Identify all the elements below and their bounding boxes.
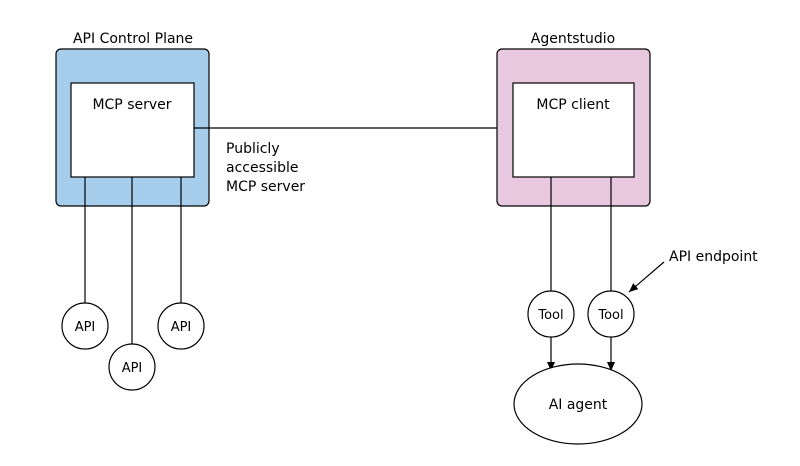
agentstudio-group: Agentstudio MCP client Tool Tool AI agen… bbox=[496, 31, 758, 445]
tool-node-label: Tool bbox=[537, 308, 563, 323]
mcp-client-box bbox=[512, 82, 635, 178]
tool-node: Tool bbox=[527, 290, 575, 338]
control-plane-title: API Control Plane bbox=[73, 31, 193, 47]
agentstudio-title: Agentstudio bbox=[531, 31, 615, 47]
api-node: API bbox=[61, 302, 109, 350]
mcp-server-box bbox=[70, 82, 195, 178]
mcp-client-label: MCP client bbox=[536, 97, 610, 113]
mcp-server-label: MCP server bbox=[92, 97, 171, 113]
ai-agent-node: AI agent bbox=[513, 363, 643, 445]
connection-group: Publicly accessible MCP server bbox=[194, 124, 513, 195]
api-node-label: API bbox=[171, 320, 192, 335]
api-node: API bbox=[157, 302, 205, 350]
tool-node-label: Tool bbox=[597, 308, 623, 323]
ai-agent-label: AI agent bbox=[549, 397, 608, 413]
api-endpoint-pointer-arrow bbox=[628, 261, 665, 293]
api-node-label: API bbox=[75, 320, 96, 335]
control-plane-group: API Control Plane MCP server API API API bbox=[55, 31, 210, 391]
api-node-label: API bbox=[122, 361, 143, 376]
connection-label-line: Publicly bbox=[226, 141, 280, 157]
api-endpoint-label: API endpoint bbox=[669, 249, 758, 265]
api-node: API bbox=[108, 343, 156, 391]
connection-label-line: MCP server bbox=[226, 179, 305, 195]
tool-node: Tool bbox=[587, 290, 635, 338]
connection-label-line: accessible bbox=[226, 160, 298, 176]
